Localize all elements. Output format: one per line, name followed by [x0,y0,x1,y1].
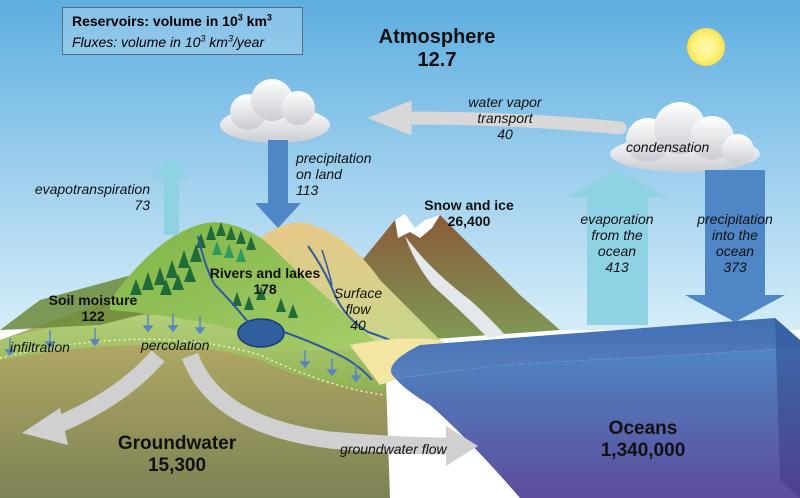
snow-ice-label: Snow and ice [414,197,524,213]
water-vapor-line2: transport [445,110,565,126]
sun-icon [687,28,725,66]
precip-ocean-flux: precipitation into the ocean 373 [683,211,787,275]
evap-ocean-line2: from the [569,227,665,243]
surface-flow-line2: flow [330,301,386,317]
evap-ocean-value: 413 [569,259,665,275]
groundwater-label: Groundwater [102,433,252,455]
rivers-lakes-label: Rivers and lakes [200,265,330,281]
precip-ocean-line2: into the [683,227,787,243]
atmosphere-value: 12.7 [372,49,502,72]
groundwater-value: 15,300 [102,455,252,477]
precip-ocean-value: 373 [683,259,787,275]
evapotranspiration-flux: evapotranspiration 73 [20,181,150,213]
legend-fluxes: Fluxes: volume in 103 km3/year [72,34,264,50]
snow-ice-value: 26,400 [414,213,524,229]
oceans-value: 1,340,000 [578,440,708,462]
precip-land-flux: precipitation on land 113 [296,150,372,198]
evap-ocean-line3: ocean [569,243,665,259]
lake [238,319,284,347]
percolation-label: percolation [141,337,210,353]
surface-flow-line1: Surface [330,285,386,301]
water-vapor-transport-flux: water vapor transport 40 [445,94,565,142]
oceans-reservoir: Oceans 1,340,000 [578,418,708,462]
soil-moisture-label: Soil moisture [38,292,148,308]
soil-moisture-reservoir: Soil moisture 122 [38,292,148,324]
groundwater-reservoir: Groundwater 15,300 [102,433,252,477]
precip-ocean-line3: ocean [683,243,787,259]
surface-flow-flux: Surface flow 40 [330,285,386,333]
precip-land-value: 113 [296,182,372,198]
groundwater-flow-label: groundwater flow [340,441,447,457]
precip-ocean-line1: precipitation [683,211,787,227]
legend-box: Reservoirs: volume in 103 km3 Fluxes: vo… [62,7,303,55]
oceans-label: Oceans [578,418,708,440]
water-vapor-value: 40 [445,126,565,142]
snow-ice-reservoir: Snow and ice 26,400 [414,197,524,229]
evapotranspiration-value: 73 [20,197,150,213]
legend-reservoirs: Reservoirs: volume in 103 km3 [72,13,272,29]
rivers-lakes-value: 178 [200,281,330,297]
condensation-label: condensation [626,139,709,155]
rivers-lakes-reservoir: Rivers and lakes 178 [200,265,330,297]
precip-land-line2: on land [296,166,372,182]
evap-ocean-flux: evaporation from the ocean 413 [569,211,665,275]
atmosphere-reservoir: Atmosphere 12.7 [372,26,502,72]
soil-moisture-value: 122 [38,308,148,324]
evap-ocean-line1: evaporation [569,211,665,227]
surface-flow-value: 40 [330,317,386,333]
infiltration-label: infiltration [10,339,70,355]
atmosphere-label: Atmosphere [372,26,502,49]
precip-land-line1: precipitation [296,150,372,166]
evapotranspiration-line1: evapotranspiration [20,181,150,197]
water-vapor-line1: water vapor [445,94,565,110]
